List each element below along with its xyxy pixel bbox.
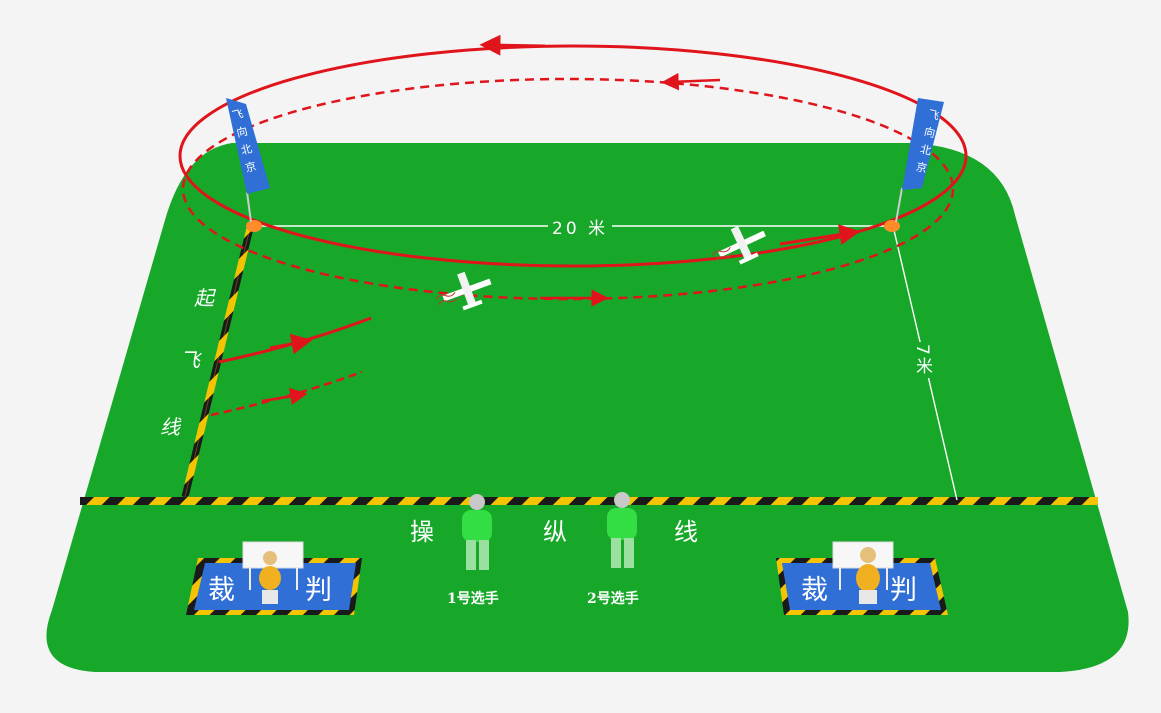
judge-right-char-2: 判 xyxy=(890,575,917,606)
player-1-label: 1号选手 xyxy=(447,591,499,607)
airplane-1 xyxy=(435,271,492,311)
player-2-figure xyxy=(607,492,637,568)
flag-left xyxy=(226,98,270,194)
control-line-char-3: 线 xyxy=(674,518,698,546)
distance-20m-label: 20 米 xyxy=(548,214,613,239)
control-line-char-2: 纵 xyxy=(543,518,567,546)
judge-left-char-1: 裁 xyxy=(208,575,235,606)
judge-figure-left xyxy=(242,541,304,604)
airplane-2 xyxy=(711,225,766,265)
judge-right-char-1: 裁 xyxy=(801,575,828,606)
flight-path-dashed xyxy=(181,77,955,301)
takeoff-line-char-3: 线 xyxy=(160,415,180,439)
control-line-char-1: 操 xyxy=(410,518,434,546)
control-line xyxy=(80,497,1098,505)
distance-7m-label: 7米 xyxy=(910,342,935,378)
field-ground xyxy=(46,143,1129,672)
pylon-right xyxy=(884,220,900,232)
arrow-top-solid xyxy=(479,34,546,56)
flag-right xyxy=(902,98,944,190)
judge-figure-right xyxy=(832,541,894,604)
takeoff-line-char-2: 飞 xyxy=(180,348,200,372)
arrow-top-dashed xyxy=(661,72,721,91)
takeoff-line-char-1: 起 xyxy=(194,286,214,310)
takeoff-line xyxy=(181,227,254,498)
player-1-figure xyxy=(462,494,492,570)
flight-path-solid xyxy=(178,44,968,268)
player-2-label: 2号选手 xyxy=(587,591,639,607)
pylon-left xyxy=(246,220,262,232)
judge-left-char-2: 判 xyxy=(305,575,332,606)
arrow-right-solid xyxy=(779,224,861,246)
